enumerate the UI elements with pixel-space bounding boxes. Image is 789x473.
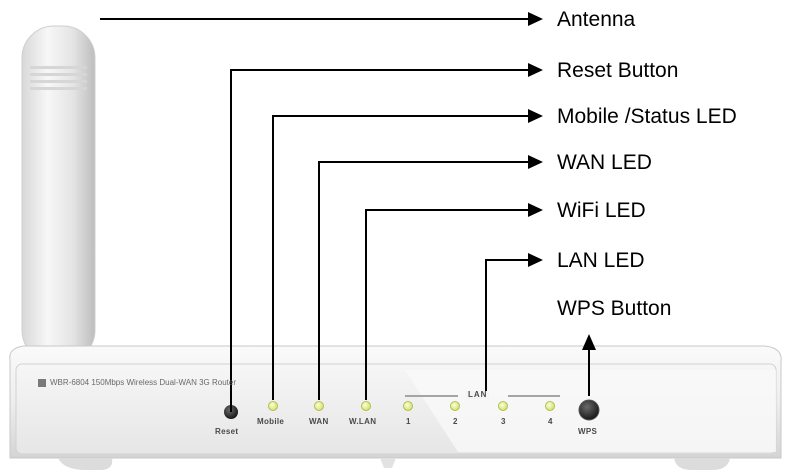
lan-led-4 (545, 401, 555, 411)
wps-panel-label: WPS (578, 427, 598, 436)
lan-port-3-label: 3 (501, 417, 506, 426)
wps-arrow-icon (582, 334, 596, 350)
wan-led-label: WAN LED (557, 151, 652, 174)
reset-arrow-icon (528, 63, 543, 77)
lan-leader-line (485, 259, 530, 392)
arrowheads (528, 12, 596, 350)
reset-button-label: Reset Button (557, 59, 679, 82)
leader-lines (100, 18, 590, 412)
lan-arrow-icon (528, 253, 543, 267)
lan-led-label: LAN LED (557, 249, 645, 272)
reset-panel-label: Reset (215, 427, 239, 436)
wlan-panel-label: W.LAN (349, 417, 377, 426)
lan-title-label: LAN (466, 390, 490, 399)
mobile-arrow-icon (528, 109, 543, 123)
lan-led-3 (498, 401, 508, 411)
wan-panel-label: WAN (309, 417, 329, 426)
wifi-leader-line (365, 209, 530, 400)
lan-port-1-label: 1 (406, 417, 411, 426)
wan-led (314, 401, 324, 411)
wlan-led (361, 401, 371, 411)
model-text: WBR-6804 150Mbps Wireless Dual-WAN 3G Ro… (50, 378, 236, 387)
mobile-status-led-label: Mobile /Status LED (557, 105, 737, 128)
wps-button[interactable] (578, 399, 600, 421)
mobile-panel-label: Mobile (257, 417, 285, 426)
wan-leader-line (318, 161, 530, 400)
antenna-label: Antenna (557, 8, 636, 31)
router-body (9, 345, 782, 470)
lan-led-2 (450, 401, 460, 411)
mobile-leader-line (272, 115, 530, 400)
lan-led-1 (403, 401, 413, 411)
model-badge-icon (38, 379, 46, 387)
reset-leader-line (230, 69, 530, 412)
lan-port-2-label: 2 (453, 417, 458, 426)
wps-button-label: WPS Button (557, 297, 672, 320)
antenna-arrow-icon (528, 12, 543, 26)
mobile-led (268, 401, 278, 411)
wan-arrow-icon (528, 155, 543, 169)
antenna (21, 25, 96, 363)
led-group (268, 401, 555, 411)
wifi-led-label: WiFi LED (557, 199, 646, 222)
wifi-arrow-icon (528, 203, 543, 217)
lan-port-4-label: 4 (548, 417, 553, 426)
